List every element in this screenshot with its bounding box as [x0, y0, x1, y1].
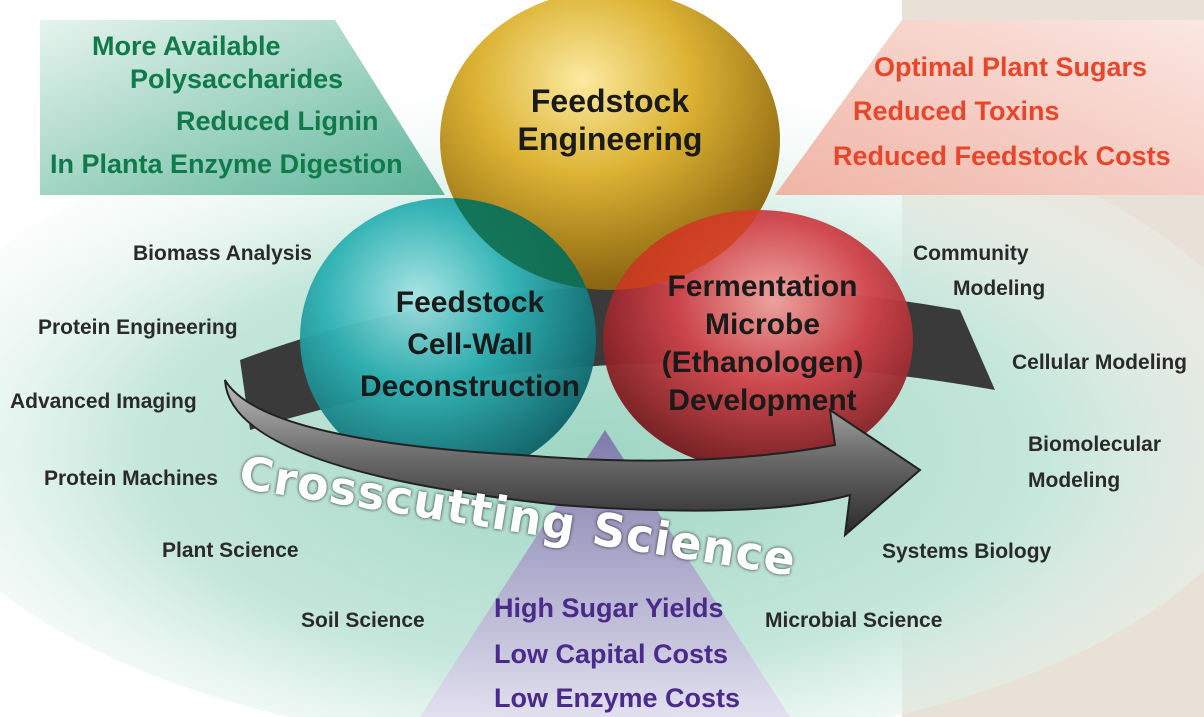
left-topic: Protein Machines: [44, 467, 218, 490]
circle-title-line: Development: [668, 384, 857, 417]
circle-title-line: Cell-Wall: [407, 328, 533, 361]
right-topic: Modeling: [1028, 469, 1121, 492]
left-topic: Protein Engineering: [38, 316, 238, 339]
green-goal-item: Polysaccharides: [130, 64, 344, 94]
feedstock-engineering-circle: [440, 0, 780, 290]
circle-title-line: Fermentation: [667, 270, 858, 303]
background-glow: [0, 90, 1204, 717]
cell-wall-deconstruction-title: Feedstock Cell-Wall Deconstruction: [345, 282, 595, 408]
purple-goal-item: Low Enzyme Costs: [494, 683, 741, 713]
green-goal-item: More Available: [92, 31, 281, 61]
red-goal-wedge: [775, 20, 1204, 195]
red-goal-item: Reduced Toxins: [853, 96, 1060, 126]
purple-goal-item: High Sugar Yields: [494, 593, 724, 623]
feedstock-engineering-title: Feedstock Engineering: [510, 82, 710, 158]
right-topic: Microbial Science: [765, 609, 943, 632]
left-topic: Soil Science: [301, 609, 425, 632]
circle-title-line: Deconstruction: [359, 370, 581, 403]
right-topic: Biomolecular: [1028, 433, 1162, 456]
circle-title-line: Feedstock: [395, 286, 545, 319]
right-topic: Modeling: [953, 277, 1046, 300]
left-topic: Biomass Analysis: [133, 242, 312, 265]
circle-title-line: Engineering: [517, 121, 703, 157]
left-topic: Plant Science: [162, 539, 299, 562]
crosscutting-arrow: [224, 379, 922, 538]
purple-goal-wedge: [420, 430, 790, 717]
red-goal-item: Reduced Feedstock Costs: [833, 141, 1171, 171]
right-topic: Community: [913, 242, 1029, 265]
green-goal-item: Reduced Lignin: [176, 106, 379, 136]
right-topic: Cellular Modeling: [1012, 351, 1188, 374]
right-topic: Systems Biology: [882, 540, 1052, 563]
circle-title-line: Microbe: [704, 308, 821, 341]
left-topic: Advanced Imaging: [10, 390, 197, 413]
circle-title-line: Feedstock: [530, 83, 690, 119]
red-goal-item: Optimal Plant Sugars: [874, 52, 1148, 82]
purple-goal-item: Low Capital Costs: [494, 639, 729, 669]
green-goal-item: In Planta Enzyme Digestion: [50, 149, 403, 179]
fermentation-microbe-title: Fermentation Microbe (Ethanologen) Devel…: [650, 268, 875, 420]
green-goal-wedge: [40, 20, 445, 195]
circle-title-line: (Ethanologen): [661, 346, 864, 379]
